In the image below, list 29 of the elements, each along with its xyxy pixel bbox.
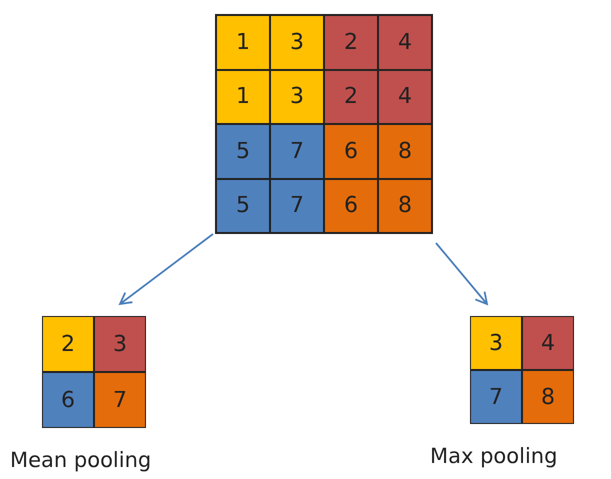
number-cell: 7 (270, 178, 324, 233)
number-cell: 6 (324, 124, 378, 178)
number-cell: 2 (324, 15, 378, 70)
arrow (119, 233, 214, 305)
number-cell: 7 (94, 372, 146, 428)
matrix-caption: Max pooling (430, 444, 558, 468)
number-cell: 5 (216, 178, 270, 233)
number-cell: 8 (522, 370, 574, 424)
number-cell: 4 (522, 316, 574, 370)
number-cell: 8 (378, 178, 432, 233)
number-cell: 6 (42, 372, 94, 428)
number-cell: 3 (470, 316, 522, 370)
input-matrix (216, 15, 432, 233)
number-cell: 5 (216, 124, 270, 178)
matrix-caption: Mean pooling (10, 448, 152, 472)
number-cell: 1 (216, 15, 270, 70)
number-cell: 3 (270, 70, 324, 124)
number-cell: 8 (378, 124, 432, 178)
number-cell: 4 (378, 70, 432, 124)
number-cell: 2 (42, 316, 94, 372)
number-cell: 6 (324, 178, 378, 233)
number-cell: 1 (216, 70, 270, 124)
number-cell: 3 (94, 316, 146, 372)
number-cell: 4 (378, 15, 432, 70)
arrow (435, 242, 488, 305)
number-cell: 3 (270, 15, 324, 70)
number-cell: 7 (270, 124, 324, 178)
number-cell: 7 (470, 370, 522, 424)
number-cell: 2 (324, 70, 378, 124)
